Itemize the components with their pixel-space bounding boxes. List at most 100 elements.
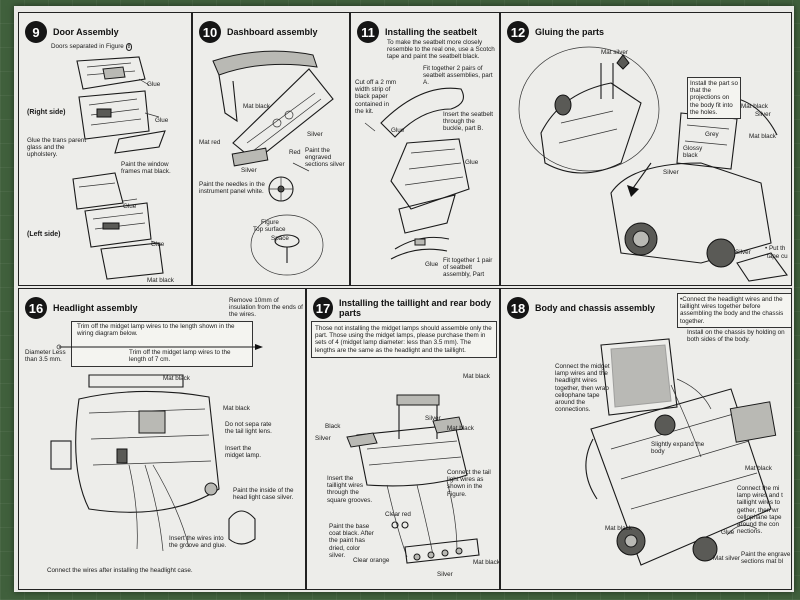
instruction-sheet: 9 Door Assembly Doors separated in Figur… [14,6,794,592]
remove-insulation-note: Remove 10mm of insulation from the ends … [229,297,303,319]
glue-label-1: Glue [147,81,161,88]
mat-black-label: Mat black [243,103,270,110]
grey-label: Grey [705,131,719,138]
glue-label-3: Glue [123,203,137,210]
connect-mi-note: Connect the mi lamp wires and t tailligh… [737,485,783,536]
paint-engrave-note: Paint the engrave sections mat bl [741,551,791,566]
cut-off-note: Cut off a 2 mm width strip of black pape… [355,79,397,115]
trim-note-2: Trim off the midget lamp wires to the le… [129,349,231,364]
install-chassis-note: Install on the chassis by holding on bot… [687,329,785,344]
right-side-label: (Right side) [27,109,66,116]
section-16-header: 16 Headlight assembly [25,297,138,319]
glossy-black-label: Glossy black [683,145,703,160]
glue-label-2: Glue [155,117,169,124]
section-17-taillight: 17 Installing the taillight and rear bod… [306,288,500,590]
fit-together-a-note: Fit together 2 pairs of seatbelt assembl… [423,65,493,87]
section-10-title: Dashboard assembly [227,27,318,37]
mat-silver-label: Mat silver [713,555,740,562]
doors-separated-note: Doors separated in Figure 8 [51,43,133,51]
step-number-18: 18 [507,297,529,319]
insert-belt-note: Insert the seatbelt through the buckle, … [443,111,494,133]
taillight-drawing [346,394,480,564]
paint-needles-note: Paint the needles in the instrument pane… [199,181,265,196]
section-9-header: 9 Door Assembly [25,21,119,43]
connect-tail-note: Connect the tail light wires as shown in… [447,469,491,498]
headlight-drawing [50,344,263,552]
wiring-diagram-box [71,321,253,367]
step-number-11: 11 [357,21,379,43]
figure-ref: 8 [125,43,133,51]
mat-black-label: Mat black [147,277,174,284]
section-9-title: Door Assembly [53,27,119,37]
section-9-door-assembly: 9 Door Assembly Doors separated in Figur… [18,12,192,286]
slightly-expand-note: Slightly expand the body [651,441,705,456]
mat-black-label-3: Mat black [473,559,500,566]
door-assembly-drawing [72,56,166,280]
paint-engraved-note: Paint the engraved sections silver [305,147,345,169]
mat-black-label-1: Mat black [745,465,772,472]
step-number-16: 16 [25,297,47,319]
trim-note-1: Trim off the midget lamp wires to the le… [77,323,235,338]
mat-black-label-2: Mat black [749,133,776,140]
silver-label-3: Silver [437,571,453,578]
glue-label: Glue [721,529,735,536]
red-label: Red [289,149,301,156]
connect-midget-note: Connect the midget lamp wires and the he… [555,363,610,414]
do-not-separate-note: Do not sepa rate the tail light lens. [225,421,272,436]
section-10-dashboard-assembly: 10 Dashboard assembly Mat black Silver M… [192,12,350,286]
silver-label-3: Silver [735,249,751,256]
section-10-header: 10 Dashboard assembly [199,21,318,43]
silver-label-2: Silver [663,169,679,176]
silver-label-2: Silver [241,167,257,174]
mat-black-label-2: Mat black [447,425,474,432]
connect-wires-top-note: •Connect the headlight wires and the tai… [677,293,791,328]
install-part-note: Install the part so that the projections… [687,77,741,120]
section-16-headlight-assembly: 16 Headlight assembly Remove 10mm of ins… [18,288,306,590]
paint-base-note: Paint the base coat black. After the pai… [329,523,374,559]
mat-black-label-1: Mat black [741,103,768,110]
silver-label-2: Silver [425,415,441,422]
glue-label-3: Glue [425,261,439,268]
paint-inside-note: Paint the inside of the head light case … [233,487,294,502]
step-number-10: 10 [199,21,221,43]
section-18-header: 18 Body and chassis assembly [507,297,655,319]
gluing-parts-drawing [518,46,788,282]
glue-label-2: Glue [465,159,479,166]
top-surface-label: Top surface [253,226,286,233]
diameter-note: Diameter Less than 3.5 mm. [25,349,66,364]
section-12-header: 12 Gluing the parts [507,21,604,43]
figure-label: Figure [261,219,279,226]
left-side-label: (Left side) [27,231,61,238]
clear-red-label: Clear red [385,511,411,518]
paint-window-note: Paint the window frames mat black. [121,161,171,176]
mat-black-label-1: Mat black [463,373,490,380]
glue-label-4: Glue [151,241,165,248]
midget-lamp-note: Those not installing the midget lamps sh… [311,321,497,358]
step-number-12: 12 [507,21,529,43]
silver-label-1: Silver [755,111,771,118]
seatbelt-intro: To make the seatbelt more closely resemb… [387,39,495,61]
section-12-title: Gluing the parts [535,27,605,37]
step-number-9: 9 [25,21,47,43]
dashboard-drawing [212,50,334,276]
clear-orange-label: Clear orange [353,557,390,564]
silver-label-1: Silver [315,435,331,442]
insert-wires-note: Insert the wires into the groove and glu… [169,535,227,550]
section-17-header: 17 Installing the taillight and rear bod… [313,297,499,319]
glue-label-1: Glue [391,127,405,134]
fit-together-1-note: Fit together 1 pair of seatbelt assembly… [443,257,493,279]
insert-lamp-note: Insert the midget lamp. [225,445,262,460]
mat-silver-label: Mat silver [601,49,628,56]
black-label: Black [325,423,341,430]
put-note: • Put th [765,245,786,252]
body-chassis-drawing [585,338,777,566]
section-18-title: Body and chassis assembly [535,303,656,313]
mat-black-label-2: Mat black [605,525,632,532]
section-18-body-chassis: 18 Body and chassis assembly •Connect th… [500,288,792,590]
connect-wires-footer: Connect the wires after installing the h… [47,567,193,574]
seatbelt-drawing [364,87,470,260]
section-11-seatbelt: 11 Installing the seatbelt To make the s… [350,12,500,286]
mat-red-label: Mat red [199,139,221,146]
section-12-gluing-parts: 12 Gluing the parts Mat silver Install t… [500,12,792,286]
mat-black-label-1: Mat black [163,375,190,382]
